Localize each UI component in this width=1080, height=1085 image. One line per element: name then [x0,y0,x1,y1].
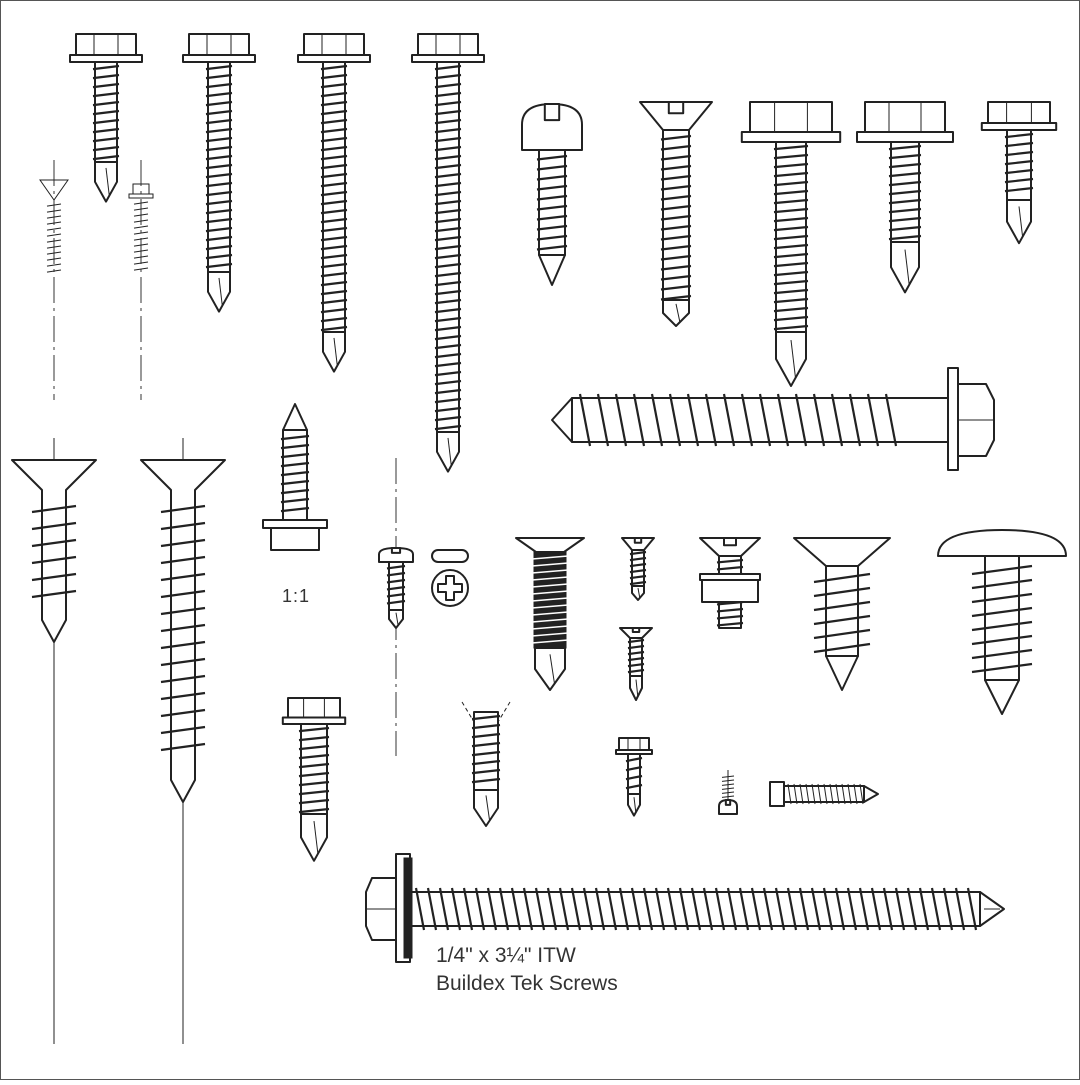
tiny-hex-tek [615,737,653,817]
hex-washer-small [980,101,1058,245]
flat-head-wood-1 [11,438,97,1044]
phillips-head-view [431,549,469,607]
flat-head-wood-2 [140,438,226,1044]
mini-pan-screw [718,770,738,815]
hex-washer-medium [856,101,954,294]
flat-thin-profile [39,160,69,400]
pan-head-screw [521,103,583,286]
hex-washer-tek-3 [297,33,371,373]
flat-with-nut [699,537,761,629]
hex-washer-tek-2 [182,33,256,313]
hex-washer-large [740,101,842,387]
caption-line-2: Buildex Tek Screws [436,972,618,995]
lag-screw-horizontal [551,367,995,471]
hex-tek-lower [281,697,347,862]
headless-tek [461,701,511,827]
mini-hex-horizontal [769,781,879,807]
tiny-flat-tek [621,537,655,601]
hex-washer-tek-4 [411,33,485,473]
tiny-flat-tek-2 [619,627,653,701]
hex-washer-tek-1 [69,33,143,203]
truss-head-screw [937,529,1067,715]
itw-buildex-tek [365,853,1005,963]
flat-head-tek [639,101,713,327]
caption-line-1: 1/4" x 3¼" ITW [436,944,576,967]
inverted-hex-tek [262,403,328,551]
scale-label: 1:1 [282,586,311,606]
flat-sheet-metal [793,537,891,691]
hex-thin-profile [128,160,154,400]
black-flat-tek [515,537,585,691]
small-pan-tek [378,458,414,756]
